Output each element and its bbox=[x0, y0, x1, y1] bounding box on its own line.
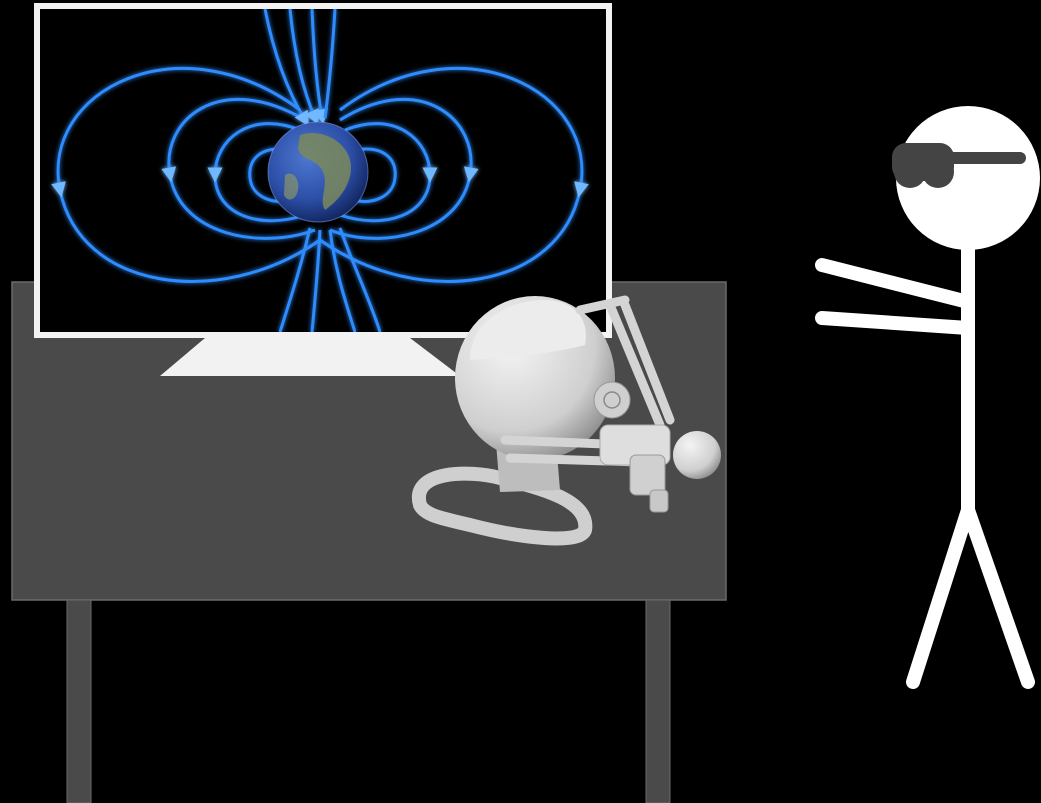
figure-arm-upper bbox=[822, 265, 968, 302]
figure-arm-lower bbox=[822, 318, 968, 328]
table-leg-right bbox=[646, 600, 670, 803]
figure-leg-left bbox=[913, 510, 968, 682]
earth-globe-icon bbox=[268, 122, 368, 222]
figure-leg-right bbox=[968, 510, 1028, 682]
device-stylus-head bbox=[673, 431, 721, 479]
monitor-stand bbox=[160, 338, 460, 376]
stick-figure-icon bbox=[822, 106, 1040, 682]
table-leg-left bbox=[67, 600, 91, 803]
